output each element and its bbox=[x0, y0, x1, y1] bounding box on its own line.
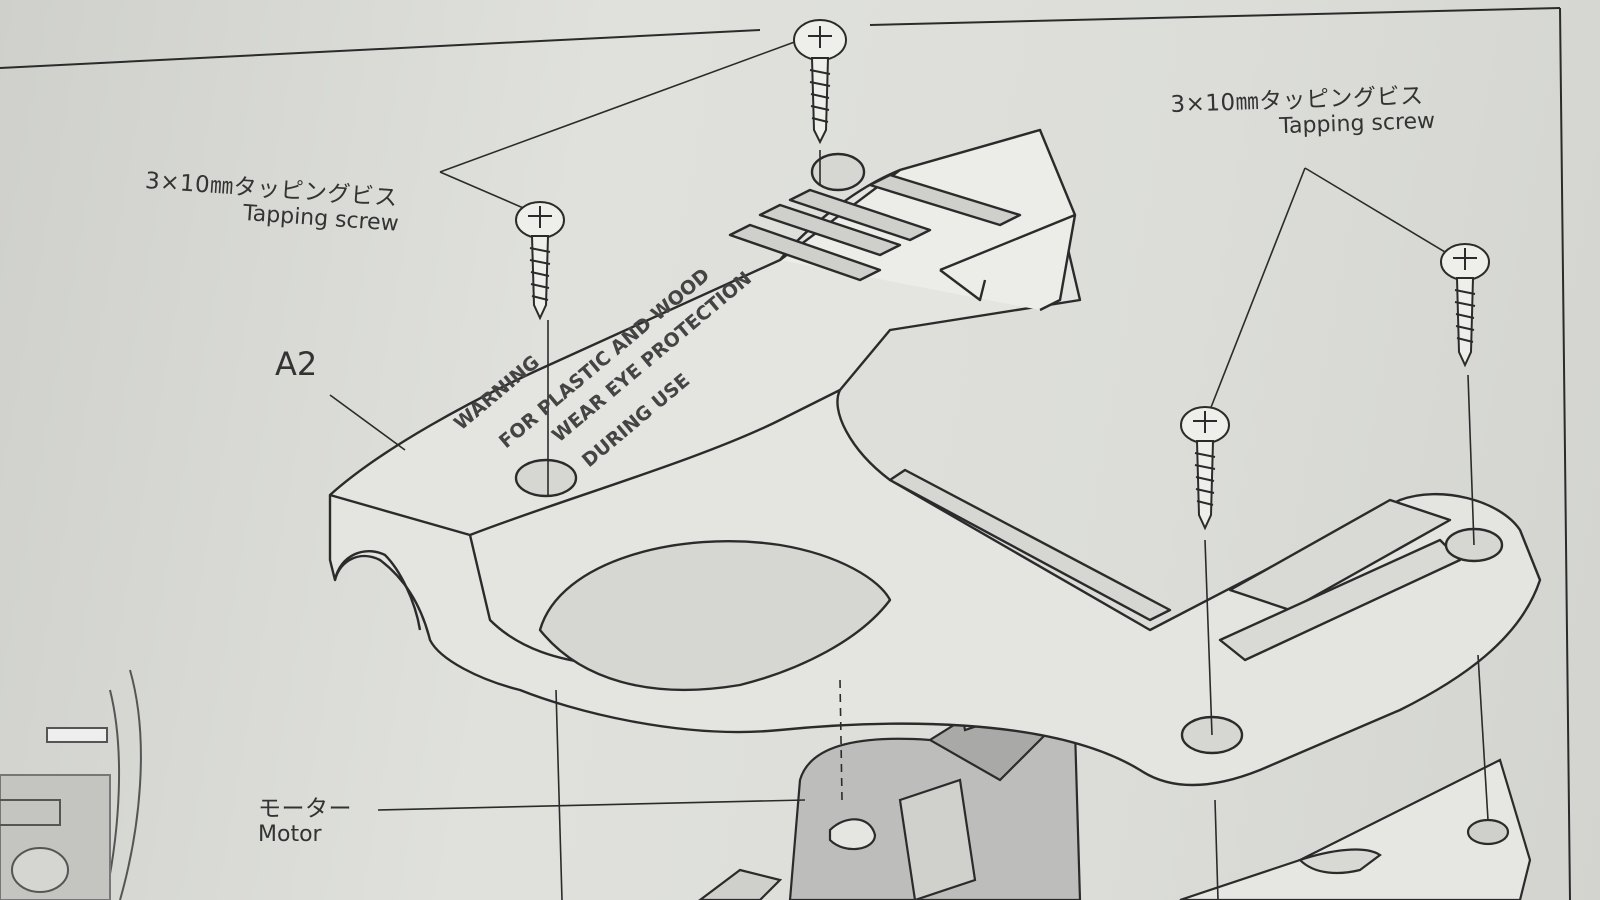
callout-screw-right: 3×10㎜タッピングビス Tapping screw bbox=[1170, 83, 1436, 144]
tapping-screw-left bbox=[515, 201, 565, 321]
previous-step-fragment bbox=[0, 669, 142, 900]
tapping-screw-right-rear bbox=[1440, 243, 1490, 368]
frame-lines bbox=[0, 7, 1571, 900]
tapping-screw-right-front bbox=[1180, 406, 1230, 531]
motor-jp-label: モーター bbox=[258, 796, 352, 822]
tapping-screw-top bbox=[793, 19, 847, 145]
callout-motor: モーター Motor bbox=[258, 796, 352, 848]
guide-lines bbox=[329, 39, 1489, 900]
chassis-part-a2 bbox=[328, 128, 1542, 787]
lower-frame-part bbox=[1179, 758, 1532, 900]
part-label-a2: A2 bbox=[275, 345, 318, 383]
motor-en-label: Motor bbox=[258, 822, 322, 848]
